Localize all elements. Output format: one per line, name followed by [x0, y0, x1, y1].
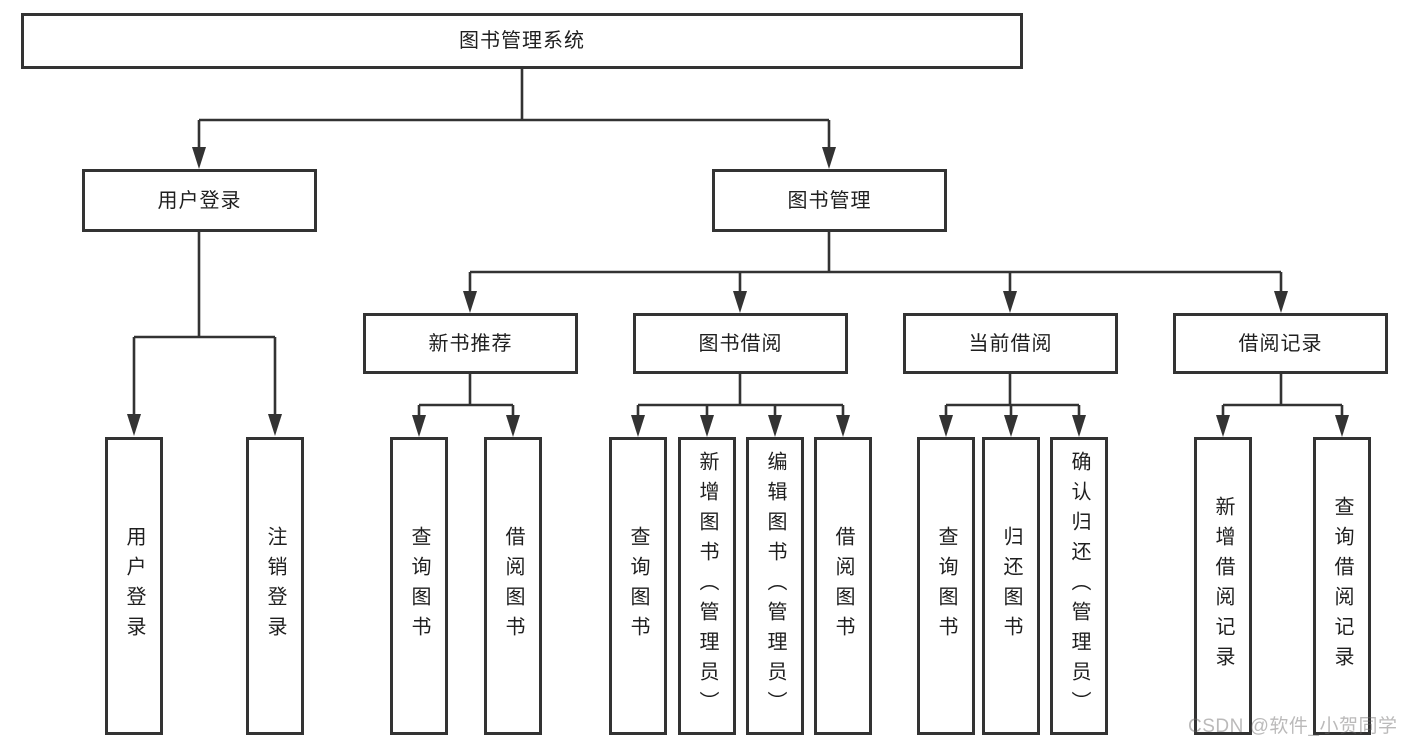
node-label: 用户登录	[123, 526, 145, 646]
node-book-borrow: 图书借阅	[633, 313, 848, 374]
node-label: 查询借阅记录	[1331, 496, 1353, 676]
leaf-borrow-books-recommend: 借阅图书	[484, 437, 542, 735]
node-label: 借阅记录	[1238, 332, 1323, 355]
leaf-borrow-books: 借阅图书	[814, 437, 872, 735]
node-new-book-recommend: 新书推荐	[363, 313, 578, 374]
node-label: 查询图书	[408, 526, 430, 646]
node-label: 图书管理系统	[459, 30, 585, 52]
node-label: 新增借阅记录	[1212, 496, 1234, 676]
node-label: 确认归还（管理员）	[1068, 451, 1090, 721]
node-label: 查询图书	[627, 526, 649, 646]
leaf-query-borrow-record: 查询借阅记录	[1313, 437, 1371, 735]
node-label: 图书借阅	[698, 332, 783, 355]
node-label: 图书管理	[787, 189, 872, 212]
node-label: 归还图书	[1000, 526, 1022, 646]
node-label: 查询图书	[935, 526, 957, 646]
leaf-add-borrow-record: 新增借阅记录	[1194, 437, 1252, 735]
leaf-query-books-recommend: 查询图书	[390, 437, 448, 735]
leaf-query-books-borrow: 查询图书	[609, 437, 667, 735]
leaf-edit-book-admin: 编辑图书（管理员）	[746, 437, 804, 735]
node-label: 当前借阅	[968, 332, 1053, 355]
leaf-user-login: 用户登录	[105, 437, 163, 735]
node-book-management: 图书管理	[712, 169, 947, 232]
leaf-add-book-admin: 新增图书（管理员）	[678, 437, 736, 735]
node-user-login-group: 用户登录	[82, 169, 317, 232]
node-current-borrow: 当前借阅	[903, 313, 1118, 374]
node-label: 用户登录	[157, 189, 242, 212]
leaf-confirm-return-admin: 确认归还（管理员）	[1050, 437, 1108, 735]
node-borrow-records: 借阅记录	[1173, 313, 1388, 374]
node-label: 借阅图书	[502, 526, 524, 646]
node-label: 编辑图书（管理员）	[764, 451, 786, 721]
arrowheads	[127, 147, 1349, 437]
csdn-watermark: CSDN @软件_小贺同学	[1188, 716, 1398, 737]
leaf-query-books-current: 查询图书	[917, 437, 975, 735]
leaf-return-book: 归还图书	[982, 437, 1040, 735]
node-library-management-system: 图书管理系统	[21, 13, 1023, 69]
node-label: 注销登录	[264, 526, 286, 646]
node-label: 新书推荐	[428, 332, 513, 355]
node-label: 新增图书（管理员）	[696, 451, 718, 721]
leaf-logout: 注销登录	[246, 437, 304, 735]
node-label: 借阅图书	[832, 526, 854, 646]
